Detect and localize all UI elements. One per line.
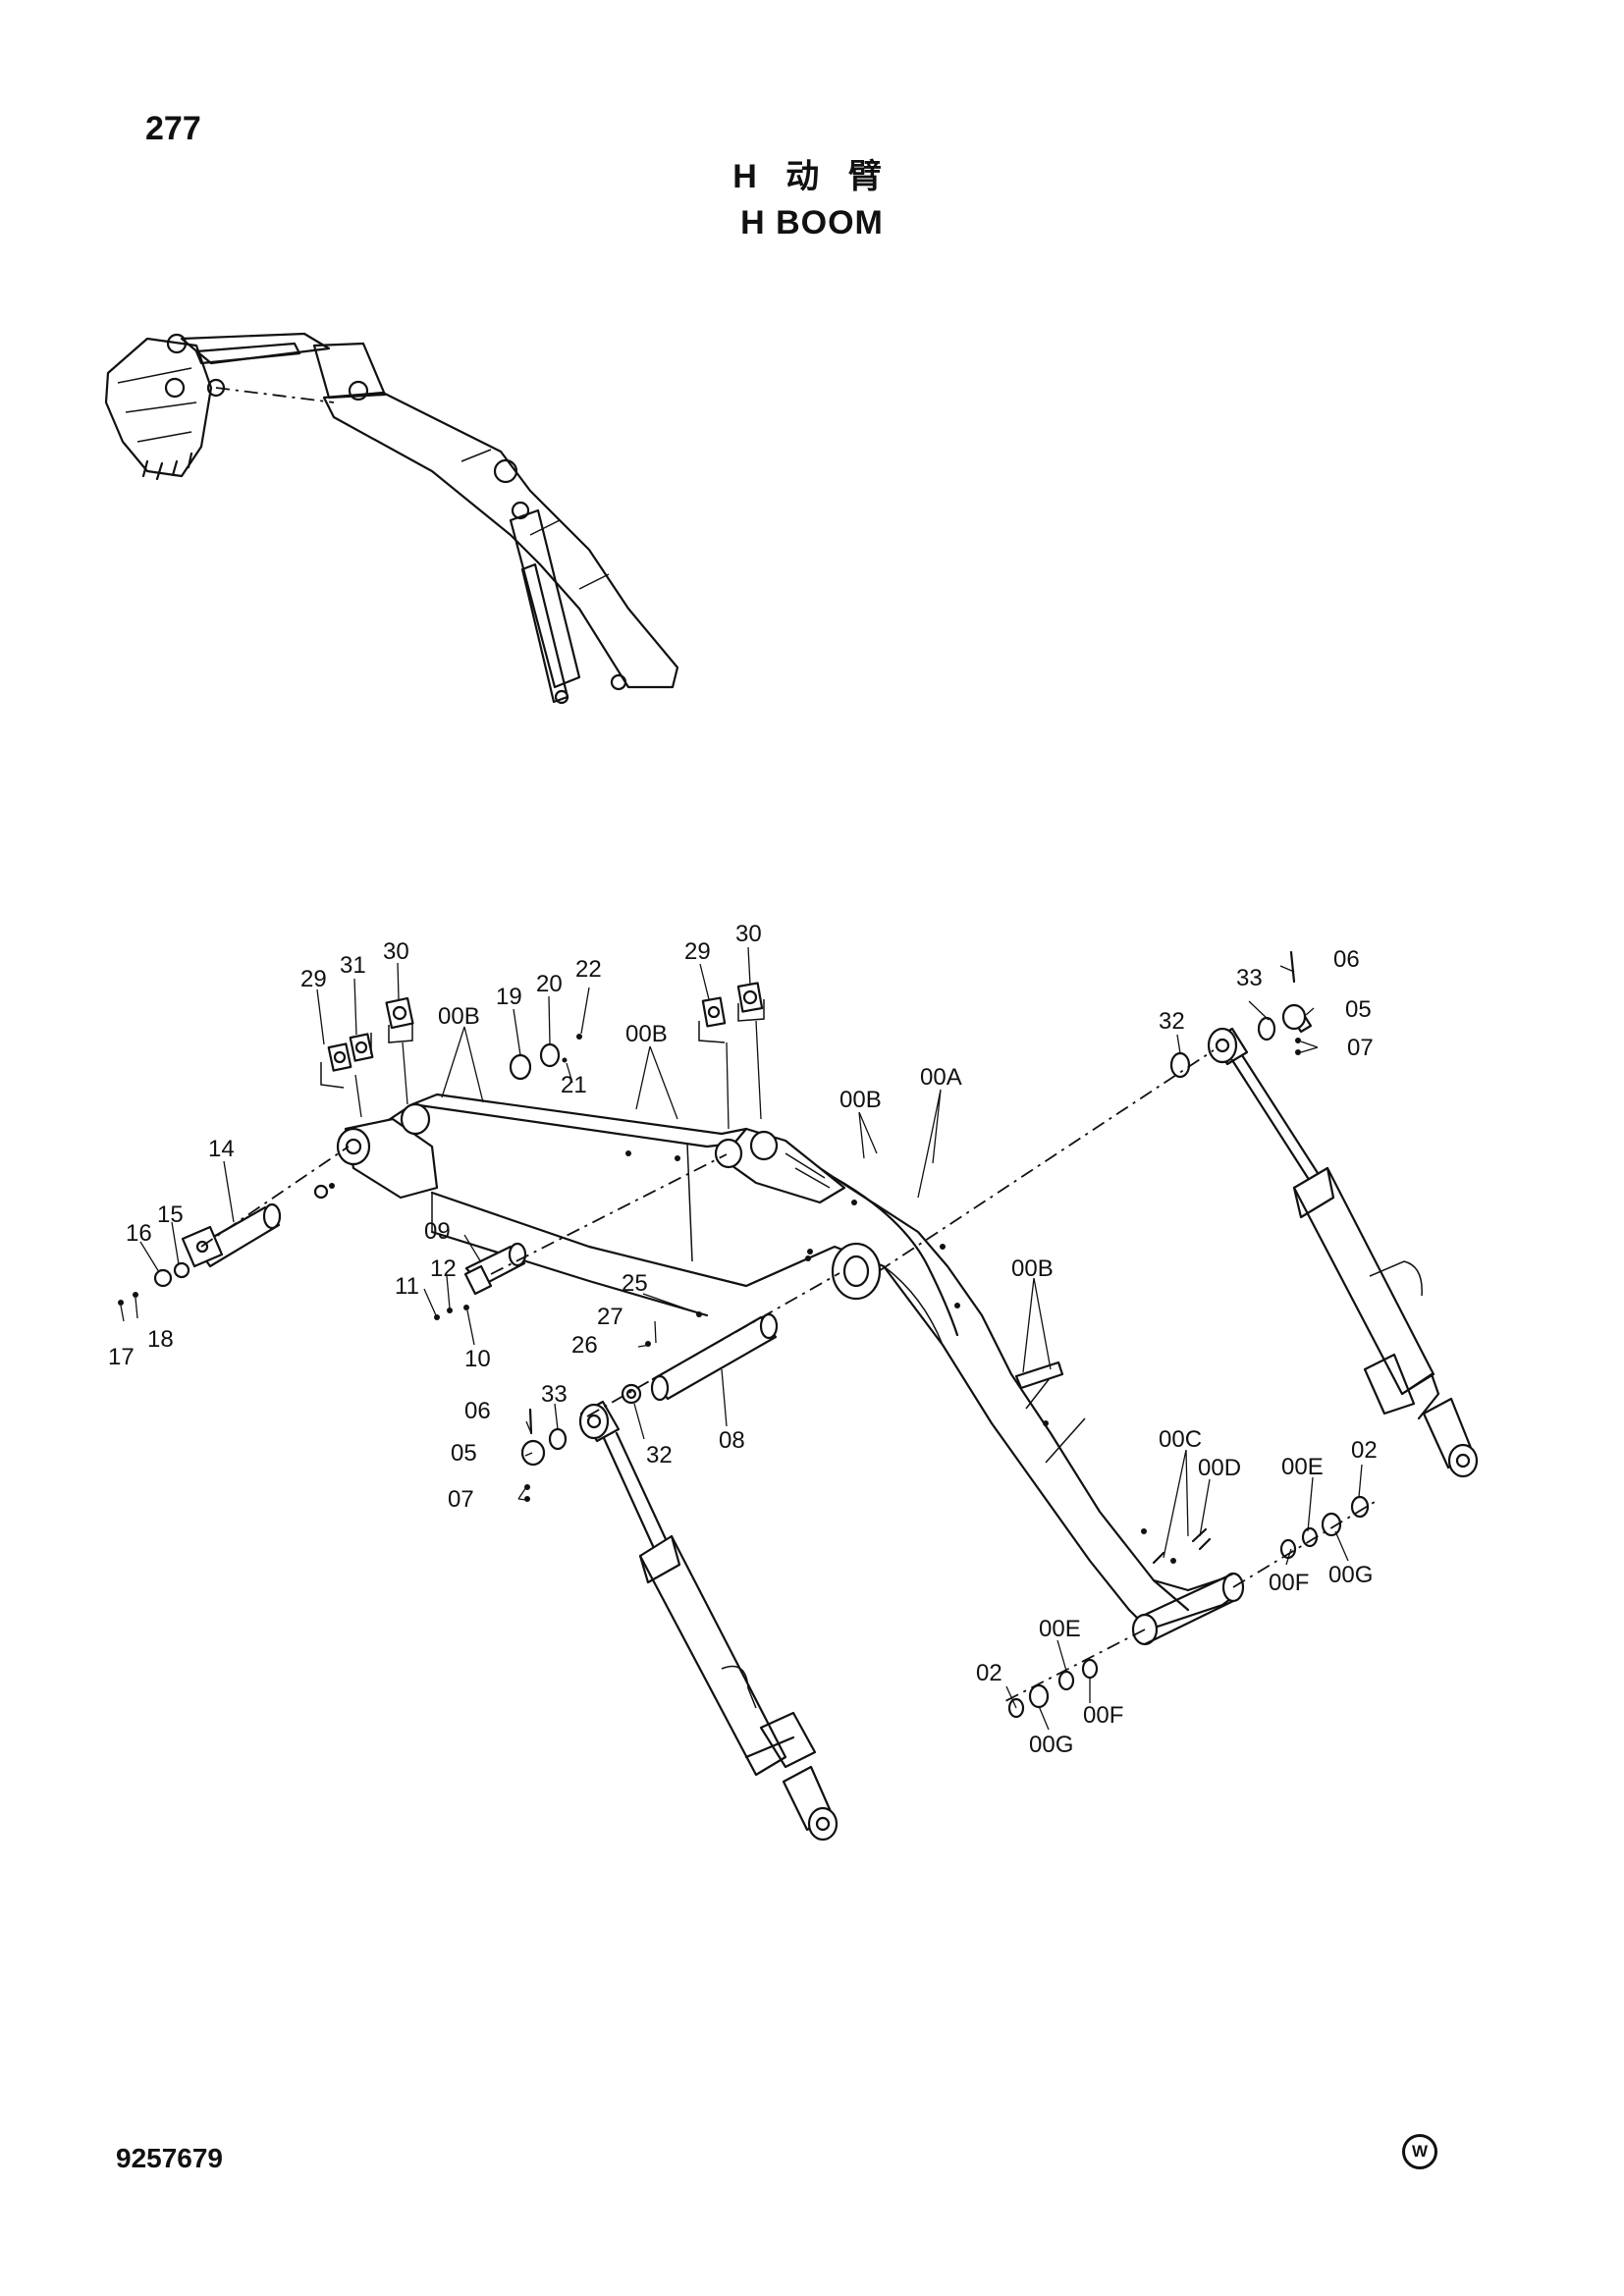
center-line-foot-left: [1001, 1629, 1146, 1704]
boom-structure: [336, 1093, 1245, 1646]
boom-cylinder-right: [878, 950, 1479, 1478]
callout-05: 05: [451, 1440, 477, 1467]
callout-29: 29: [684, 938, 711, 965]
callout-33: 33: [1236, 965, 1263, 991]
center-line-pin-14: [200, 1146, 350, 1248]
callout-32: 32: [1159, 1008, 1185, 1035]
callout-00E: 00E: [1039, 1616, 1081, 1642]
title-english: H BOOM: [740, 204, 884, 241]
copyright-mark: W: [1402, 2134, 1437, 2169]
callout-26: 26: [571, 1332, 598, 1359]
callout-00D: 00D: [1198, 1455, 1241, 1481]
callout-33: 33: [541, 1381, 568, 1408]
callout-15: 15: [157, 1201, 184, 1228]
callout-10: 10: [464, 1346, 491, 1372]
callout-16: 16: [126, 1220, 152, 1247]
callout-07: 07: [1347, 1035, 1374, 1061]
callout-14: 14: [208, 1136, 235, 1162]
callout-06: 06: [1333, 946, 1360, 973]
callout-labels: 29 31 30 00B 19 20 22 21 00B 29 30 00B 0…: [108, 921, 1378, 1758]
callout-30: 30: [735, 921, 762, 947]
callout-07: 07: [448, 1486, 474, 1513]
callout-08: 08: [719, 1427, 745, 1454]
callout-11: 11: [395, 1273, 419, 1300]
callout-00A: 00A: [920, 1064, 962, 1091]
callout-19: 19: [496, 984, 522, 1010]
callout-00C: 00C: [1159, 1426, 1202, 1453]
callout-02: 02: [1351, 1437, 1378, 1464]
drawing-number: 9257679: [116, 2143, 224, 2173]
callout-17: 17: [108, 1344, 135, 1370]
callout-00B: 00B: [839, 1087, 882, 1113]
callout-25: 25: [622, 1270, 648, 1297]
title-chinese: H 动 臂: [732, 158, 892, 195]
callout-31: 31: [340, 952, 366, 979]
callout-00E: 00E: [1281, 1454, 1324, 1480]
leader-lines: [120, 946, 1363, 1731]
callout-32: 32: [646, 1442, 673, 1468]
callout-00F: 00F: [1269, 1570, 1309, 1596]
callout-00B: 00B: [438, 1003, 480, 1030]
callout-00F: 00F: [1083, 1702, 1123, 1729]
callout-05: 05: [1345, 996, 1372, 1023]
overview-thumbnail: [104, 332, 679, 705]
page-title: H 动 臂 H BOOM: [0, 155, 1624, 247]
callout-02: 02: [976, 1660, 1002, 1686]
boom-cylinder-left: [520, 1272, 840, 1842]
callout-30: 30: [383, 938, 409, 965]
callout-27: 27: [597, 1304, 623, 1330]
callout-06: 06: [464, 1398, 491, 1424]
callout-18: 18: [147, 1326, 174, 1353]
page-number: 277: [145, 110, 201, 147]
boom-pins-and-parts: [118, 982, 1370, 1719]
callout-00G: 00G: [1029, 1732, 1073, 1758]
callout-21: 21: [561, 1072, 587, 1098]
callout-20: 20: [536, 971, 563, 997]
callout-00B: 00B: [625, 1021, 668, 1047]
callout-22: 22: [575, 956, 602, 983]
callout-00B: 00B: [1011, 1255, 1054, 1282]
callout-00G: 00G: [1328, 1562, 1373, 1588]
center-line-pin-09: [490, 1153, 728, 1275]
callout-12: 12: [430, 1255, 457, 1282]
callout-09: 09: [424, 1218, 451, 1245]
callout-29: 29: [300, 966, 327, 992]
